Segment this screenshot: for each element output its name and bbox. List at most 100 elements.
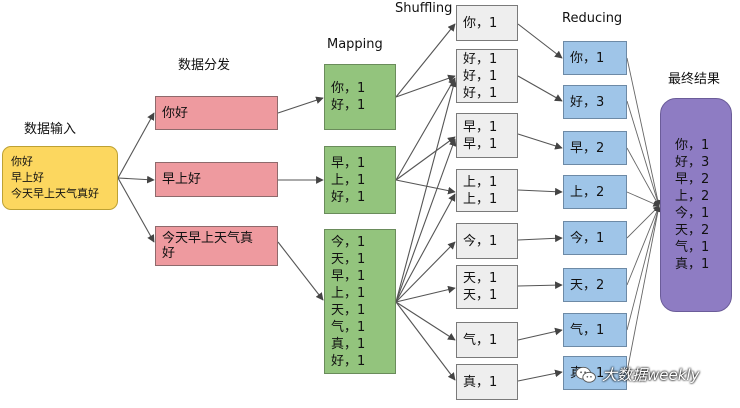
- shuffle-line: 早，1: [463, 119, 498, 135]
- map-line: 好，1: [331, 98, 366, 113]
- edge-shuffle-reduce-7: [517, 327, 563, 341]
- map-line: 真，1: [331, 336, 366, 352]
- final-line: 天，2: [675, 223, 710, 238]
- edge-reduce-final-3: [626, 147, 660, 207]
- edge-split-map-3: [277, 241, 324, 301]
- input-line: 你好: [11, 155, 33, 168]
- shuffle-line: 上，1: [463, 174, 498, 190]
- shuffle-line: 你，1: [463, 15, 498, 31]
- final-line: 好，3: [675, 155, 710, 170]
- map-line: 早，1: [331, 268, 366, 284]
- edge-map3-shuffle-5: [395, 241, 456, 303]
- shuffle-line: 气，1: [463, 332, 498, 348]
- split-box-2: 早上好: [155, 162, 278, 197]
- final-line: 气，1: [675, 240, 710, 255]
- shuffle-line: 真，1: [463, 374, 498, 390]
- edge-shuffle-reduce-5: [517, 234, 563, 243]
- edge-map3-shuffle-2: [395, 79, 457, 303]
- reduce-text: 天，2: [570, 277, 605, 293]
- map-line: 天，1: [331, 251, 366, 267]
- heading-split: 数据分发: [178, 58, 231, 73]
- edge-map3-shuffle-7: [395, 301, 456, 341]
- shuffle-line: 上，1: [463, 191, 498, 207]
- map-line: 好，1: [331, 189, 366, 205]
- shuffle-box-1: 你，1: [456, 5, 518, 41]
- map-line: 上，1: [331, 172, 366, 188]
- edge-map2-shuffle-4: [395, 179, 456, 195]
- shuffle-box-3: 早，1 早，1: [456, 113, 518, 158]
- input-box: 你好 早上好 今天早上天气真好: [2, 146, 118, 210]
- reduce-text: 好，3: [570, 94, 605, 110]
- shuffle-line: 好，1: [463, 68, 498, 84]
- input-line: 今天早上天气真好: [11, 187, 99, 200]
- input-line: 早上好: [11, 171, 44, 184]
- map-line: 上，1: [331, 285, 366, 301]
- shuffle-box-4: 上，1 上，1: [456, 169, 518, 212]
- final-line: 你，1: [675, 138, 710, 153]
- heading-input: 数据输入: [24, 122, 77, 137]
- shuffle-line: 天，1: [463, 271, 498, 286]
- shuffle-box-5: 今，1: [456, 223, 518, 259]
- reduce-box-5: 今，1: [563, 221, 627, 255]
- reduce-box-3: 早，2: [563, 131, 627, 165]
- edge-reduce-final-7: [626, 205, 661, 331]
- shuffle-box-6: 天，1 天，1: [456, 265, 518, 309]
- final-line: 真，1: [675, 257, 710, 272]
- edge-reduce-final-5: [626, 205, 660, 239]
- edge-map3-shuffle-3: [395, 138, 457, 303]
- reduce-text: 气，1: [570, 322, 605, 338]
- final-line: 今，1: [675, 206, 710, 221]
- reduce-box-2: 好，3: [563, 85, 627, 119]
- reduce-text: 上，2: [570, 184, 605, 200]
- edge-input-split-2: [117, 175, 155, 184]
- shuffle-line: 天，1: [463, 288, 498, 303]
- heading-mapping: Mapping: [327, 37, 383, 52]
- reduce-box-7: 气，1: [563, 313, 627, 347]
- edge-map3-shuffle-6: [395, 285, 456, 303]
- split-text: 今天早上天气真 好: [162, 231, 254, 261]
- edge-reduce-final-4: [626, 191, 660, 207]
- watermark: 大数据weekly: [575, 364, 699, 385]
- split-text: 早上好: [162, 172, 202, 187]
- edge-map1-shuffle-1: [395, 23, 456, 98]
- edge-input-split-3: [117, 177, 155, 243]
- shuffle-box-7: 气，1: [456, 322, 518, 358]
- shuffle-box-8: 真，1: [456, 364, 518, 400]
- reduce-text: 今，1: [570, 230, 605, 246]
- edge-map2-shuffle-2: [395, 77, 456, 181]
- map-box-3: 今，1 天，1 早，1 上，1 天，1 气，1 真，1 好，1: [324, 229, 396, 374]
- edge-reduce-final-8: [626, 205, 662, 373]
- edge-reduce-final-2: [626, 100, 661, 207]
- heading-reducing: Reducing: [562, 11, 623, 26]
- watermark-text: 大数据weekly: [602, 366, 700, 384]
- heading-final: 最终结果: [668, 72, 721, 87]
- final-line: 上，2: [675, 189, 710, 204]
- map-box-2: 早，1 上，1 好，1: [324, 146, 396, 214]
- map-line: 天，1: [331, 302, 366, 318]
- reduce-box-1: 你，1: [563, 41, 627, 75]
- reduce-box-6: 天，2: [563, 268, 627, 302]
- reduce-box-4: 上，2: [563, 175, 627, 209]
- shuffle-box-2: 好，1 好，1 好，1: [456, 49, 518, 103]
- edge-shuffle-reduce-4: [517, 187, 563, 196]
- map-line: 早，1: [331, 155, 366, 171]
- shuffle-line: 好，1: [463, 85, 498, 101]
- split-text: 你好: [162, 105, 189, 121]
- reduce-text: 早，2: [570, 140, 605, 156]
- edge-input-split-1: [117, 112, 155, 179]
- map-line: 你，1: [331, 81, 366, 96]
- edge-reduce-final-6: [626, 205, 660, 286]
- edge-shuffle-reduce-3: [517, 133, 563, 150]
- edge-shuffle-reduce-6: [517, 281, 563, 290]
- heading-shuffling: Shuffling: [395, 1, 453, 16]
- edge-shuffle-reduce-8: [517, 369, 563, 382]
- edge-shuffle-reduce-1: [517, 23, 563, 59]
- edge-shuffle-reduce-2: [517, 75, 563, 102]
- split-box-3: 今天早上天气真 好: [155, 226, 278, 266]
- wechat-icon: [575, 366, 596, 383]
- map-line: 好，1: [331, 353, 366, 369]
- edge-map1-shuffle-2: [395, 74, 456, 98]
- split-box-1: 你好: [155, 96, 278, 130]
